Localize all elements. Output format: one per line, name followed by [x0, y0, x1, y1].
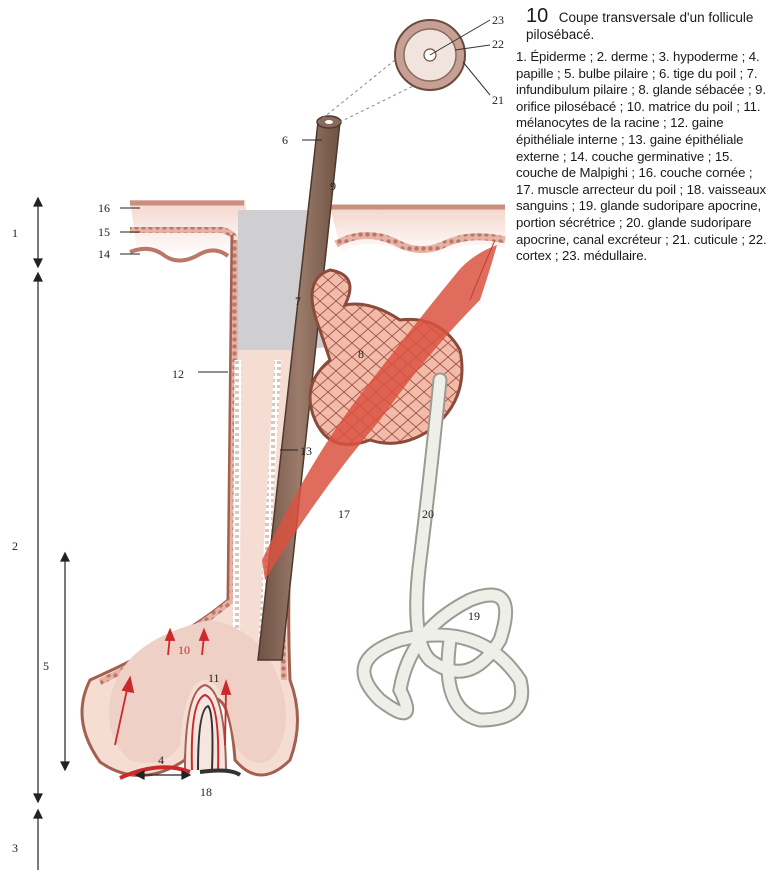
label-4: 4 — [158, 753, 164, 767]
figure-number: 10 — [526, 5, 548, 27]
label-14: 14 — [98, 247, 110, 261]
label-9: 9 — [330, 179, 336, 193]
label-18: 18 — [200, 785, 212, 799]
figure-title: Coupe transversale d'un follicule pilosé… — [526, 10, 753, 42]
label-20: 20 — [422, 507, 434, 521]
figure-caption: 10 Coupe transversale d'un follicule pil… — [510, 8, 768, 265]
label-22: 22 — [492, 37, 504, 51]
epidermis-right — [330, 207, 505, 256]
label-17: 17 — [338, 507, 350, 521]
label-11: 11 — [208, 671, 220, 685]
label-5: 5 — [43, 659, 49, 673]
cross-section-inset — [318, 20, 490, 122]
label-12: 12 — [172, 367, 184, 381]
label-10: 10 — [178, 643, 190, 657]
label-13: 13 — [300, 444, 312, 458]
label-1: 1 — [12, 226, 18, 240]
label-6: 6 — [282, 133, 288, 147]
label-8: 8 — [358, 347, 364, 361]
label-21: 21 — [492, 93, 504, 107]
label-3: 3 — [12, 841, 18, 855]
label-2: 2 — [12, 539, 18, 553]
label-7: 7 — [295, 294, 301, 308]
epidermis-left — [130, 200, 246, 261]
figure-legend: 1. Épiderme ; 2. derme ; 3. hypoderme ; … — [516, 49, 768, 265]
label-16: 16 — [98, 201, 110, 215]
label-15: 15 — [98, 225, 110, 239]
figure-heading: 10 Coupe transversale d'un follicule pil… — [526, 8, 768, 43]
label-19: 19 — [468, 609, 480, 623]
label-23: 23 — [492, 13, 504, 27]
